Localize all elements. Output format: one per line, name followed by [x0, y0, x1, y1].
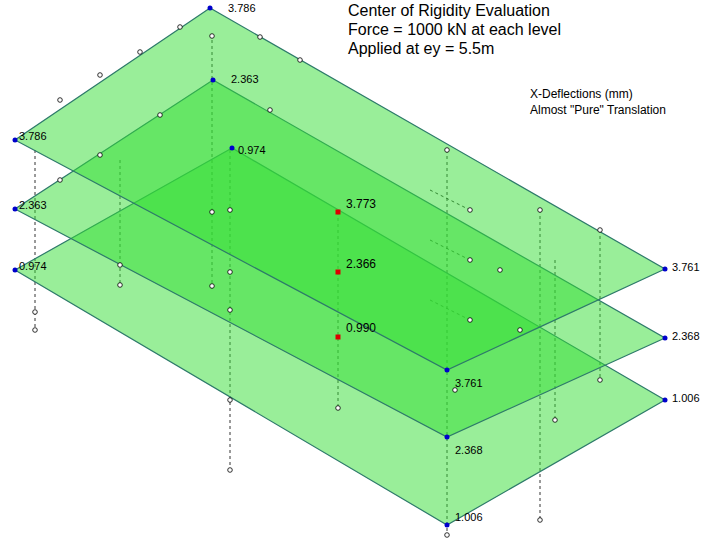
- deflection-value: 3.786: [228, 2, 256, 15]
- deflection-value: 2.363: [231, 73, 259, 86]
- deflection-value: 1.006: [455, 511, 483, 524]
- note-text: Applied at ey = 5.5m: [348, 40, 494, 58]
- deflection-value: 2.368: [455, 444, 483, 457]
- deflection-value: 2.363: [19, 199, 47, 212]
- deflection-value: 2.368: [672, 330, 700, 343]
- corner-points: [13, 6, 668, 528]
- deflection-value: 1.006: [672, 392, 700, 405]
- deflection-value: 3.761: [455, 377, 483, 390]
- nodes-dots: [33, 25, 603, 538]
- diagram-title: Center of Rigidity Evaluation: [348, 2, 550, 20]
- deflection-value: 3.773: [346, 198, 376, 212]
- center-points: [336, 210, 341, 340]
- deflection-value: 0.990: [346, 322, 376, 336]
- floor-plates: [15, 8, 665, 525]
- deflection-value: 0.974: [19, 260, 47, 273]
- note-text: Force = 1000 kN at each level: [348, 21, 561, 39]
- deflection-value: 2.366: [346, 258, 376, 272]
- note-text: Almost "Pure" Translation: [530, 104, 666, 118]
- deflection-value: 3.786: [19, 130, 47, 143]
- deflection-value: 0.974: [238, 144, 266, 157]
- deflection-value: 3.761: [672, 261, 700, 274]
- note-text: X-Deflections (mm): [530, 88, 633, 102]
